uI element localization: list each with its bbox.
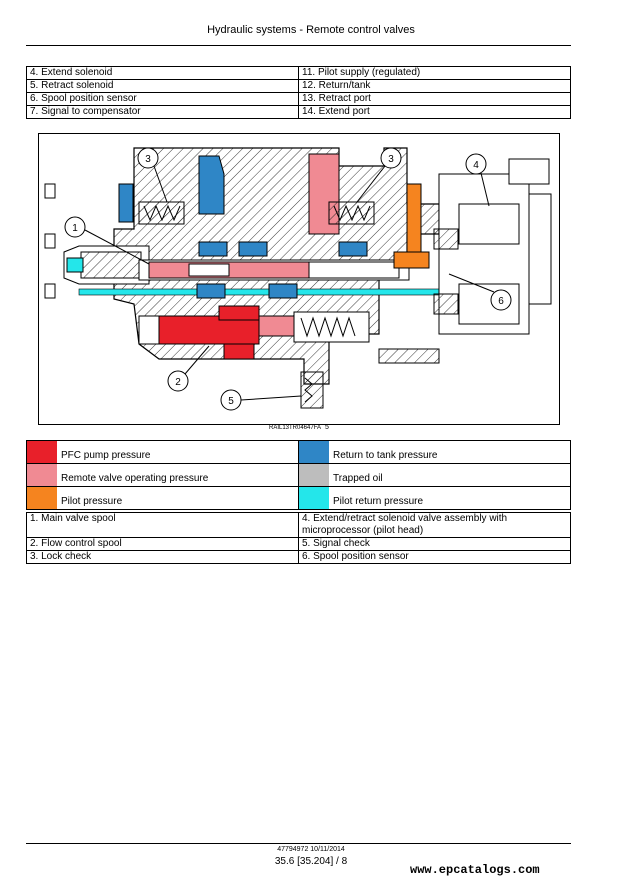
table-row: PFC pump pressure Return to tank pressur… (26, 440, 571, 464)
legend-cell: 6. Spool position sensor (26, 92, 299, 106)
table-row: 1. Main valve spool 4. Extend/retract so… (26, 512, 571, 538)
valve-diagram-svg: 1 2 3 3 4 5 6 (44, 147, 552, 411)
callout-label: 2 (175, 377, 181, 388)
legend-cell: 2. Flow control spool (26, 537, 299, 551)
legend-cell: 12. Return/tank (298, 79, 571, 93)
callout-label: 1 (72, 223, 78, 234)
legend-cell: 1. Main valve spool (26, 512, 299, 538)
part-legend-table: 1. Main valve spool 4. Extend/retract so… (26, 512, 571, 564)
footer-document-code: 47794972 10/11/2014 (277, 846, 345, 853)
color-legend-label: Pilot pressure (61, 496, 123, 507)
color-legend-cell: Pilot pressure (26, 486, 299, 510)
footer-rule (26, 843, 571, 844)
color-swatch (299, 464, 329, 486)
color-swatch (27, 441, 57, 463)
figure-id: RAIL13TR04647FA (269, 425, 322, 431)
legend-cell: 6. Spool position sensor (298, 550, 571, 564)
color-swatch (27, 487, 57, 509)
color-legend-cell: PFC pump pressure (26, 440, 299, 464)
legend-cell: 4. Extend/retract solenoid valve assembl… (298, 512, 571, 538)
callout-2: 2 (167, 345, 210, 392)
color-legend-cell: Remote valve operating pressure (26, 463, 299, 487)
legend-cell: 11. Pilot supply (regulated) (298, 66, 571, 80)
table-row: 5. Retract solenoid 12. Return/tank (26, 79, 571, 93)
color-legend-table: PFC pump pressure Return to tank pressur… (26, 440, 571, 510)
table-row: Remote valve operating pressure Trapped … (26, 463, 571, 487)
color-legend-label: Trapped oil (333, 473, 383, 484)
table-row: Pilot pressure Pilot return pressure (26, 486, 571, 510)
color-legend-label: Remote valve operating pressure (61, 473, 209, 484)
valve-cross-section-figure: 1 2 3 3 4 5 6 (38, 133, 560, 425)
color-legend-cell: Pilot return pressure (298, 486, 571, 510)
table-row: 6. Spool position sensor 13. Retract por… (26, 92, 571, 106)
callout-label: 5 (228, 396, 234, 407)
watermark-link[interactable]: www.epcatalogs.com (410, 863, 540, 877)
callout-label: 3 (388, 154, 394, 165)
color-legend-cell: Return to tank pressure (298, 440, 571, 464)
legend-cell: 14. Extend port (298, 105, 571, 119)
color-legend-label: PFC pump pressure (61, 450, 151, 461)
table-row: 7. Signal to compensator 14. Extend port (26, 105, 571, 119)
color-legend-label: Pilot return pressure (333, 496, 424, 507)
table-row: 2. Flow control spool 5. Signal check (26, 537, 571, 551)
table-row: 4. Extend solenoid 11. Pilot supply (reg… (26, 66, 571, 80)
callout-label: 3 (145, 154, 151, 165)
callout-4: 4 (465, 153, 490, 207)
callout-1: 1 (64, 216, 150, 265)
legend-cell: 4. Extend solenoid (26, 66, 299, 80)
legend-cell: 13. Retract port (298, 92, 571, 106)
callout-label: 6 (498, 296, 504, 307)
callout-3-left: 3 (137, 147, 168, 203)
color-legend-cell: Trapped oil (298, 463, 571, 487)
figure-number: 5 (325, 424, 329, 431)
legend-cell: 7. Signal to compensator (26, 105, 299, 119)
color-legend-label: Return to tank pressure (333, 450, 438, 461)
callout-5: 5 (220, 389, 302, 411)
footer-page-number: 35.6 [35.204] / 8 (274, 856, 348, 867)
callout-6: 6 (448, 273, 512, 311)
color-swatch (27, 464, 57, 486)
legend-cell: 5. Signal check (298, 537, 571, 551)
legend-cell: 5. Retract solenoid (26, 79, 299, 93)
color-swatch (299, 487, 329, 509)
callout-3-right: 3 (356, 147, 402, 203)
table-row: 3. Lock check 6. Spool position sensor (26, 550, 571, 564)
top-legend-table: 4. Extend solenoid 11. Pilot supply (reg… (26, 66, 571, 119)
header-rule (26, 45, 571, 46)
callout-label: 4 (473, 160, 479, 171)
page-header-title: Hydraulic systems - Remote control valve… (207, 24, 415, 36)
color-swatch (299, 441, 329, 463)
legend-cell: 3. Lock check (26, 550, 299, 564)
